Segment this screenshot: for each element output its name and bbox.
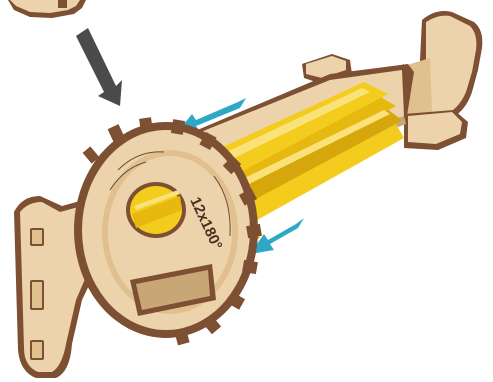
rear-tab-right (404, 110, 468, 150)
down-arrow-icon (76, 28, 122, 106)
partial-wood-part (8, 0, 86, 18)
rear-end-plate (400, 11, 482, 124)
